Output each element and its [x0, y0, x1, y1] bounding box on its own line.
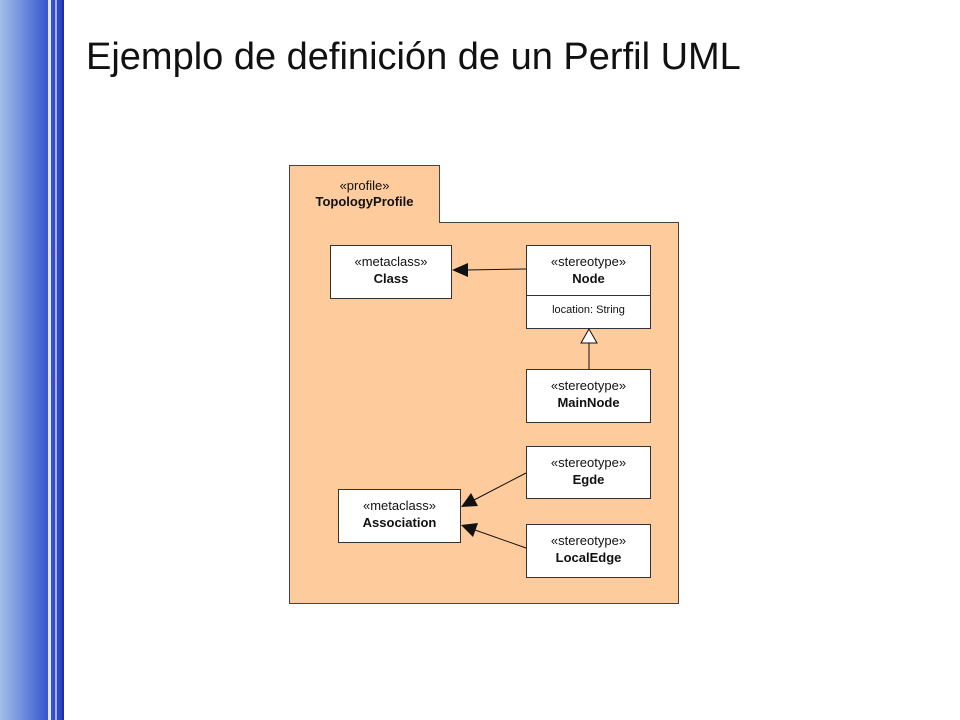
stereotype-mainnode-name: MainNode: [557, 395, 620, 410]
profile-name: TopologyProfile: [315, 194, 414, 209]
node-attribute-divider: [527, 295, 650, 296]
extension-arrowhead-association-bottom: [461, 523, 478, 537]
stereotype-node-name: Node: [572, 271, 605, 286]
decorative-left-bar: [0, 0, 64, 720]
bar-stripe: [48, 0, 51, 720]
package-tab-join: [290, 221, 439, 224]
bar-stripe: [62, 0, 64, 720]
extension-line-localedge-association: [474, 529, 527, 549]
stereotype-mainnode-stereotype: «stereotype»: [550, 378, 627, 393]
node-attribute: location: String: [552, 304, 625, 316]
stereotype-localedge-box: «stereotype» LocalEdge: [526, 524, 651, 578]
stereotype-localedge-stereotype: «stereotype»: [550, 533, 627, 548]
stereotype-egde-name: Egde: [572, 472, 605, 487]
profile-stereotype: «profile»: [339, 178, 390, 193]
metaclass-association-box: «metaclass» Association: [338, 489, 461, 543]
stereotype-egde-stereotype: «stereotype»: [550, 455, 627, 470]
stereotype-node-stereotype: «stereotype»: [550, 254, 627, 269]
metaclass-class-name: Class: [373, 271, 409, 286]
metaclass-class-stereotype: «metaclass»: [354, 254, 428, 269]
stereotype-node-box: «stereotype» Node location: String: [526, 245, 651, 329]
profile-package-tab: «profile» TopologyProfile: [289, 165, 440, 223]
generalization-arrowhead-node: [580, 327, 598, 344]
extension-arrowhead-class: [452, 263, 468, 277]
metaclass-class-box: «metaclass» Class: [330, 245, 452, 299]
stereotype-localedge-name: LocalEdge: [555, 550, 622, 565]
metaclass-association-name: Association: [362, 515, 437, 530]
metaclass-association-stereotype: «metaclass»: [363, 498, 436, 513]
bar-stripe: [55, 0, 57, 720]
extension-line-egde-association: [473, 472, 527, 501]
stereotype-mainnode-box: «stereotype» MainNode: [526, 369, 651, 423]
extension-arrowhead-association-top: [461, 493, 478, 507]
slide-title: Ejemplo de definición de un Perfil UML: [86, 36, 741, 78]
stereotype-egde-box: «stereotype» Egde: [526, 446, 651, 499]
extension-line-node-class: [465, 268, 527, 271]
